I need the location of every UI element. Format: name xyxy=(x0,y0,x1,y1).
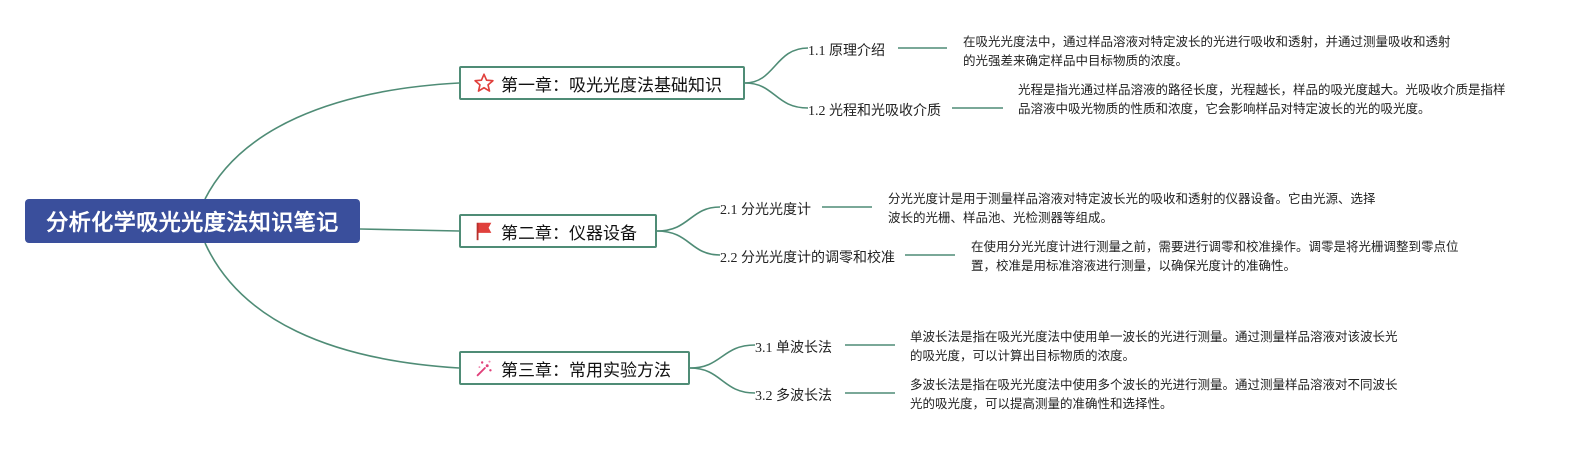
star-icon xyxy=(473,72,495,94)
section-2-2-label[interactable]: 2.2 分光光度计的调零和校准 xyxy=(720,251,895,266)
chapter-3-node[interactable]: 第三章：常用实验方法 xyxy=(459,351,690,385)
section-3-1-text: 单波长法是指在吸光光度法中使用单一波长的光进行测量。通过测量样品溶液对该波长光的… xyxy=(910,329,1398,363)
connector-ch3-s1 xyxy=(689,344,756,369)
connector-ch3-s2 xyxy=(689,367,756,394)
section-1-2-text: 光程是指光通过样品溶液的路径长度，光程越长，样品的吸光度越大。光吸收介质是指样品… xyxy=(1018,82,1506,116)
connector-root-ch2 xyxy=(359,228,460,232)
root-topic[interactable]: 分析化学吸光光度法知识笔记 xyxy=(25,199,360,243)
connector-ch2-s2 xyxy=(656,230,721,256)
sparkle-icon xyxy=(473,357,495,379)
section-3-1-label[interactable]: 3.1 单波长法 xyxy=(755,341,832,356)
section-1-1-label[interactable]: 1.1 原理介绍 xyxy=(808,44,885,59)
section-3-2-text: 多波长法是指在吸光光度法中使用多个波长的光进行测量。通过测量样品溶液对不同波长光… xyxy=(910,377,1398,411)
chapter-2-node[interactable]: 第二章：仪器设备 xyxy=(459,214,657,248)
section-1-1-text: 在吸光光度法中，通过样品溶液对特定波长的光进行吸收和透射，并通过测量吸收和透射的… xyxy=(963,34,1451,68)
chapter-3-title: 第三章：常用实验方法 xyxy=(501,360,671,381)
connector-root-ch1 xyxy=(204,82,460,200)
section-1-2-label[interactable]: 1.2 光程和光吸收介质 xyxy=(808,104,941,119)
chapter-1-node[interactable]: 第一章：吸光光度法基础知识 xyxy=(459,66,745,100)
section-2-2-text: 在使用分光光度计进行测量之前，需要进行调零和校准操作。调零是将光栅调整到零点位置… xyxy=(971,239,1459,273)
connector-root-ch3 xyxy=(204,242,460,369)
section-2-1-text: 分光光度计是用于测量样品溶液对特定波长光的吸收和透射的仪器设备。它由光源、选择波… xyxy=(888,191,1376,225)
section-2-1-label[interactable]: 2.1 分光光度计 xyxy=(720,203,811,218)
chapter-2-title: 第二章：仪器设备 xyxy=(501,223,637,244)
connector-ch1-s1 xyxy=(744,47,809,84)
section-3-2-label[interactable]: 3.2 多波长法 xyxy=(755,389,832,404)
connector-ch2-s1 xyxy=(656,206,721,232)
chapter-1-title: 第一章：吸光光度法基础知识 xyxy=(501,75,722,96)
root-title: 分析化学吸光光度法知识笔记 xyxy=(46,211,339,236)
red-flag-icon xyxy=(473,220,495,242)
connector-ch1-s2 xyxy=(744,82,809,109)
